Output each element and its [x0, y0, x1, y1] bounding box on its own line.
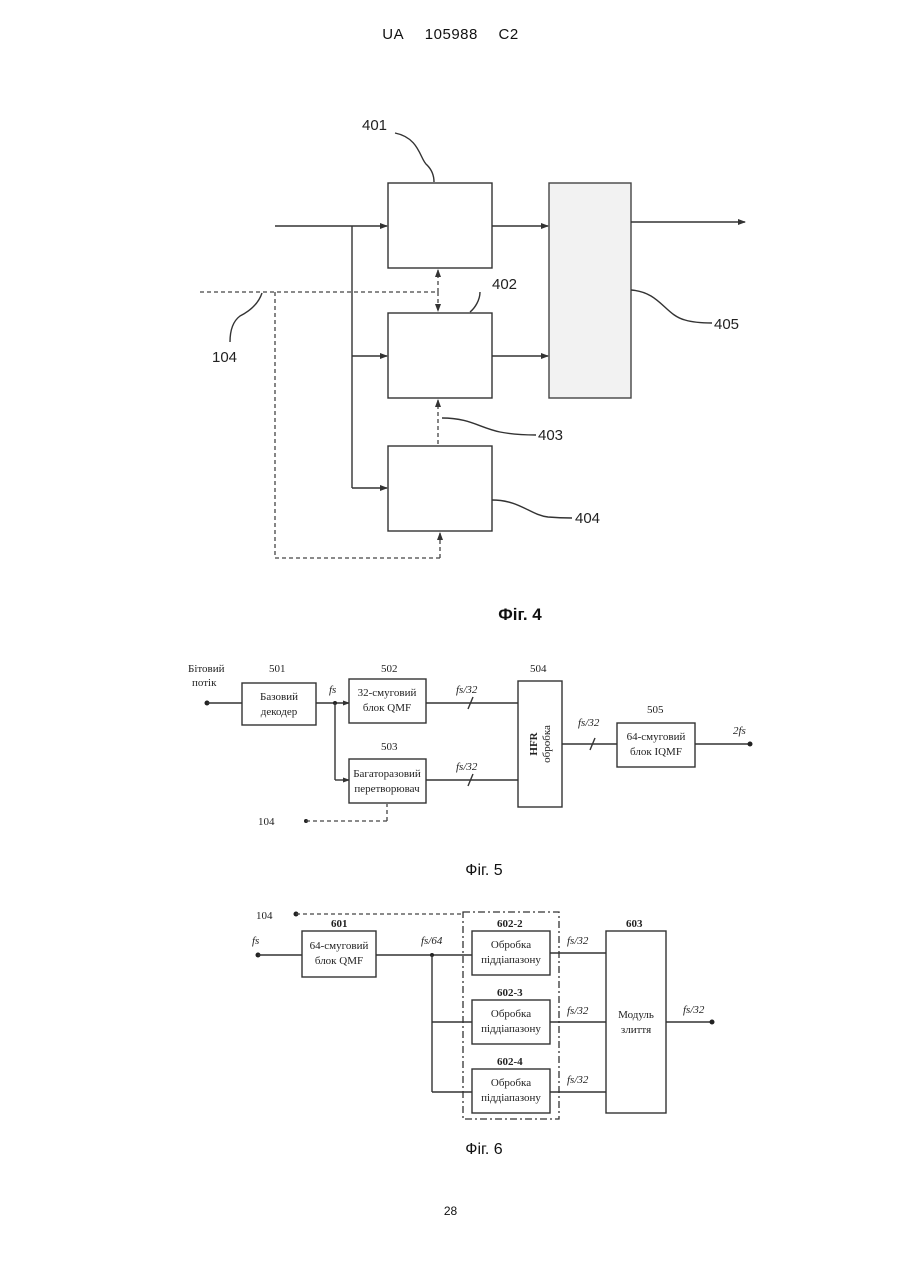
input-label-line1: Бітовий [188, 663, 225, 675]
ref-502: 502 [381, 663, 398, 675]
out-2fs-label: 2fs [733, 725, 746, 737]
fs32-label-c-fig6: fs/32 [567, 1074, 589, 1086]
output-terminal [748, 742, 753, 747]
fs32-label-a-fig6: fs/32 [567, 935, 589, 947]
block-601-line2: блок QMF [315, 955, 363, 967]
block-602-2-line2: піддіапазону [481, 954, 541, 966]
block-503 [349, 759, 426, 803]
block-505-line1: 64-смуговий [627, 731, 686, 743]
input-label-line2: потік [192, 677, 217, 689]
block-602-3 [472, 1000, 550, 1044]
ref-602-2: 602-2 [497, 918, 523, 930]
ref-501: 501 [269, 663, 286, 675]
fs-label: fs [329, 684, 336, 696]
fs32-label-a: fs/32 [456, 684, 478, 696]
figure-5: Бітовий потік 501 Базовий декодер fs 502… [0, 640, 901, 890]
ref-104-fig5: 104 [258, 816, 275, 828]
fig6-caption: Фіг. 6 [465, 1141, 502, 1158]
block-503-line1: Багаторазовий [353, 768, 421, 780]
ref-401: 401 [362, 117, 387, 134]
fs32-label-b-fig6: fs/32 [567, 1005, 589, 1017]
block-602-2-line1: Обробка [491, 939, 531, 951]
figure-6: 104 fs 601 64-смуговий блок QMF fs/64 60… [0, 890, 901, 1170]
block-505-line2: блок IQMF [630, 746, 682, 758]
block-501-line2: декодер [261, 706, 298, 718]
block-602-4-line2: піддіапазону [481, 1092, 541, 1104]
ref-601: 601 [331, 918, 348, 930]
block-503-line2: перетворювач [354, 783, 420, 795]
block-504-line1: HFR [528, 731, 540, 755]
block-405 [549, 183, 631, 398]
leader-401 [395, 133, 434, 182]
block-402 [388, 313, 492, 398]
block-602-2 [472, 931, 550, 975]
ref-602-3: 602-3 [497, 987, 523, 999]
block-502-line2: блок QMF [363, 702, 411, 714]
output-terminal-fig6 [710, 1020, 715, 1025]
block-603-line2: злиття [621, 1024, 651, 1036]
fs32-label-c: fs/32 [578, 717, 600, 729]
block-404 [388, 446, 492, 531]
fs64-label: fs/64 [421, 935, 443, 947]
block-505 [617, 723, 695, 767]
ref-104: 104 [212, 349, 237, 366]
leader-402 [470, 292, 480, 312]
block-602-3-line2: піддіапазону [481, 1023, 541, 1035]
block-602-4-line1: Обробка [491, 1077, 531, 1089]
block-602-4 [472, 1069, 550, 1113]
block-502-line1: 32-смуговий [358, 687, 417, 699]
fig4-caption: Фіг. 4 [498, 605, 542, 624]
ref-505: 505 [647, 704, 664, 716]
fs-input-label: fs [252, 935, 259, 947]
fig5-caption: Фіг. 5 [465, 862, 502, 879]
block-603-line1: Модуль [618, 1009, 654, 1021]
ref-104-fig6: 104 [256, 910, 273, 922]
block-601-line1: 64-смуговий [310, 940, 369, 952]
leader-104 [230, 293, 262, 342]
ref-404: 404 [575, 510, 600, 527]
block-502 [349, 679, 426, 723]
figure-4: 401 402 403 404 405 104 Фіг. 4 [0, 0, 901, 640]
block-602-3-line1: Обробка [491, 1008, 531, 1020]
ref-602-4: 602-4 [497, 1056, 523, 1068]
ref-403: 403 [538, 427, 563, 444]
ref-405: 405 [714, 316, 739, 333]
ref-503: 503 [381, 741, 398, 753]
leader-403 [442, 418, 536, 435]
fs32-label-b: fs/32 [456, 761, 478, 773]
ref-402: 402 [492, 276, 517, 293]
page-number: 28 [0, 1204, 901, 1218]
ref-603: 603 [626, 918, 643, 930]
fs32-out-label: fs/32 [683, 1004, 705, 1016]
leader-404 [492, 500, 572, 518]
block-501 [242, 683, 316, 725]
block-601 [302, 931, 376, 977]
block-504 [518, 681, 562, 807]
block-501-line1: Базовий [260, 691, 298, 703]
block-504-line2: обробка [541, 725, 553, 763]
block-401 [388, 183, 492, 268]
block-603 [606, 931, 666, 1113]
leader-405 [631, 290, 712, 323]
ref-504: 504 [530, 663, 547, 675]
